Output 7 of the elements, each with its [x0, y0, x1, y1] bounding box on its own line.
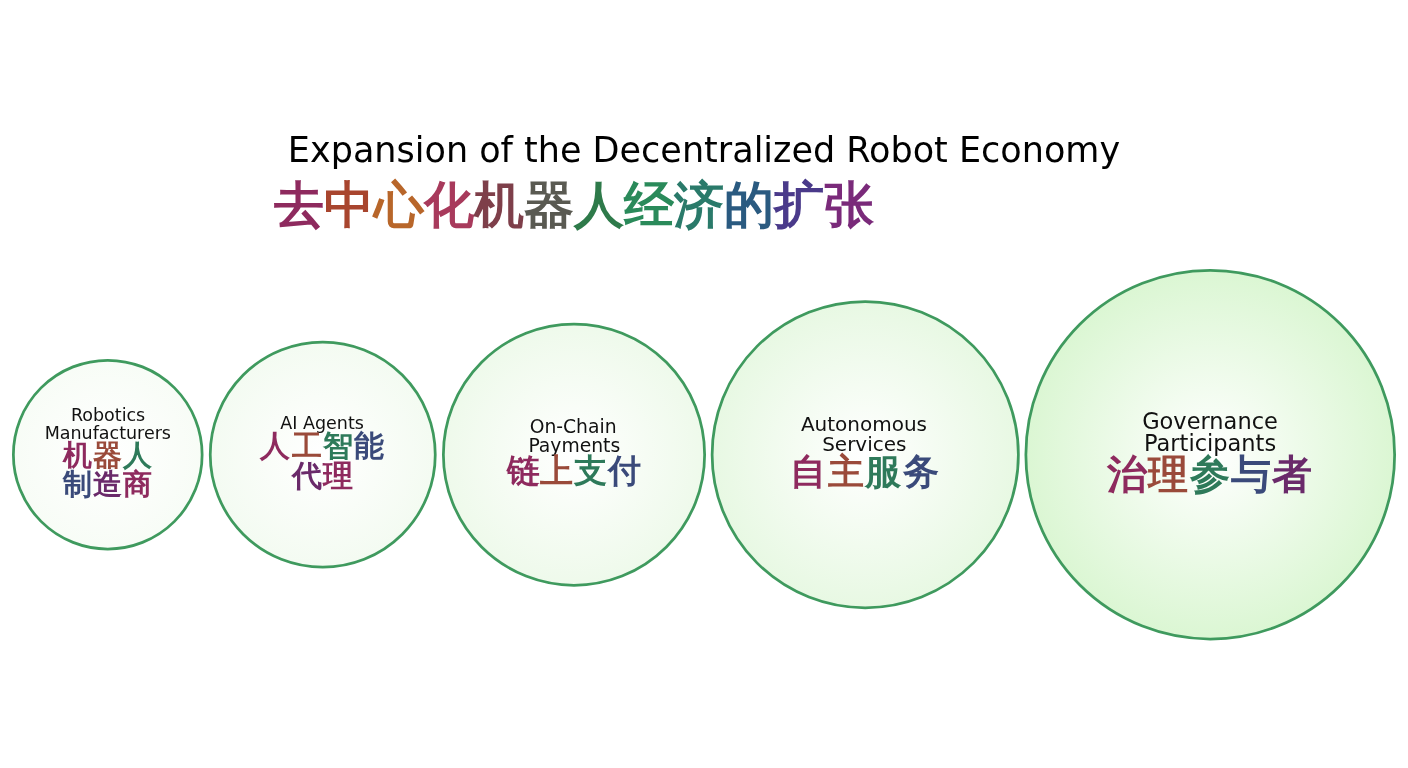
diagram-title: Expansion of the Decentralized Robot Economy — [287, 130, 1121, 170]
node-circle: AI Agents 人工智能代理 — [208, 340, 437, 569]
node-circle: Autonomous Services 自主服务 — [710, 300, 1020, 610]
node-circle: Robotics Manufacturers 机器人制造商 — [12, 358, 204, 551]
label: 去中心化机器人经济的扩张 — [274, 175, 874, 234]
node-circle: On-Chain Payments 链上支付 — [442, 322, 706, 587]
node-circle: Governance Participants 治理参与者 — [1024, 268, 1396, 641]
